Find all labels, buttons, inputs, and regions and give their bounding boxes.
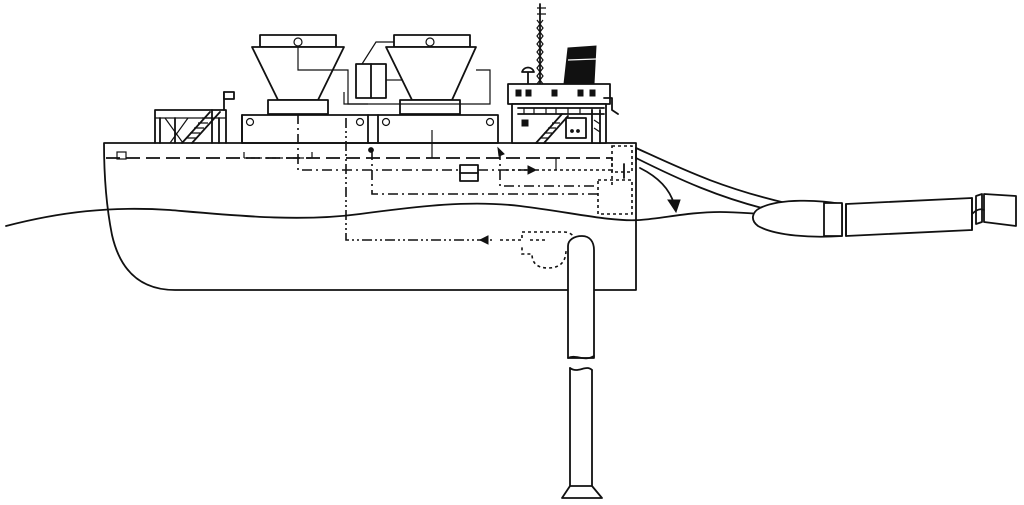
funnel <box>563 45 597 85</box>
hopper-right <box>385 34 477 115</box>
bridge-house <box>507 83 619 144</box>
waterline <box>5 202 766 227</box>
porthole <box>116 151 127 160</box>
central-unit <box>297 41 491 105</box>
deck-platform <box>241 114 499 144</box>
bow-railing <box>154 109 227 144</box>
hopper-left <box>251 34 345 115</box>
suction-head <box>561 485 603 499</box>
discharge-arrow <box>667 199 681 214</box>
internal-piping <box>243 114 633 245</box>
dredge-pump <box>500 231 577 269</box>
discharge-pipeline <box>635 147 791 214</box>
deck-valve-2 <box>497 146 505 157</box>
floating-pipe-sections <box>752 193 1017 238</box>
bow-flag <box>223 91 235 111</box>
hull <box>103 142 637 291</box>
radio-mast <box>521 3 546 85</box>
suction-pipe <box>567 235 595 487</box>
flow-arrow-left <box>478 235 489 245</box>
